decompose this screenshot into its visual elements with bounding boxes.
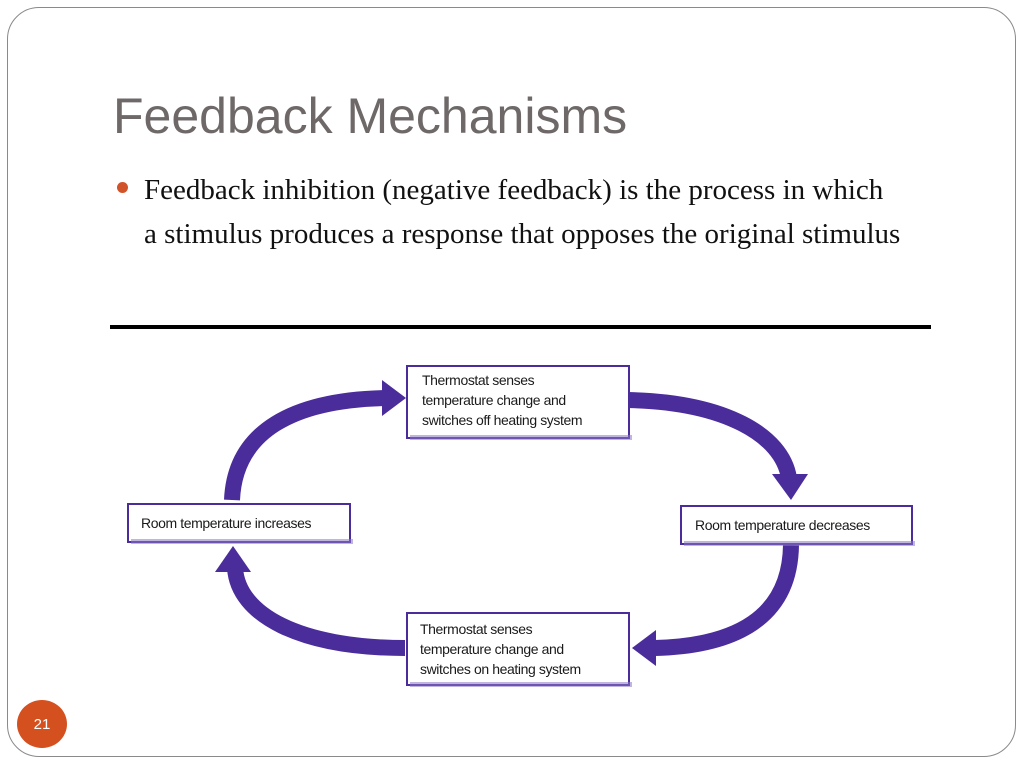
arrows [215, 380, 808, 666]
node-room-temp-decreases: Room temperature decreases [680, 505, 915, 546]
node-thermostat-on-line-1: Thermostat senses [420, 621, 533, 637]
node-thermostat-off: Thermostat senses temperature change and… [406, 365, 632, 440]
node-thermostat-off-line-3: switches off heating system [422, 412, 582, 428]
node-thermostat-on: Thermostat senses temperature change and… [406, 612, 632, 687]
bullet-item: Feedback inhibition (negative feedback) … [113, 168, 903, 256]
node-room-temp-decreases-label: Room temperature decreases [695, 517, 870, 533]
node-thermostat-on-line-3: switches on heating system [420, 661, 581, 677]
slide-frame [7, 7, 1016, 757]
bullet-dot-icon [117, 182, 128, 193]
feedback-loop-diagram: Thermostat senses temperature change and… [127, 365, 915, 687]
arrow-bottom-to-left [215, 546, 406, 656]
page-number-badge: 21 [17, 700, 67, 748]
node-thermostat-on-line-2: temperature change and [420, 641, 564, 657]
node-room-temp-increases-label: Room temperature increases [141, 515, 312, 531]
bullet-text: Feedback inhibition (negative feedback) … [144, 174, 901, 250]
node-room-temp-increases: Room temperature increases [127, 503, 353, 544]
node-thermostat-off-line-2: temperature change and [422, 392, 566, 408]
slide-title: Feedback Mechanisms [113, 88, 628, 144]
arrow-top-to-right [627, 392, 808, 500]
node-thermostat-off-line-1: Thermostat senses [422, 372, 535, 388]
arrow-left-to-top [224, 380, 406, 501]
arrow-right-to-bottom [632, 544, 799, 666]
divider-line [110, 325, 931, 329]
